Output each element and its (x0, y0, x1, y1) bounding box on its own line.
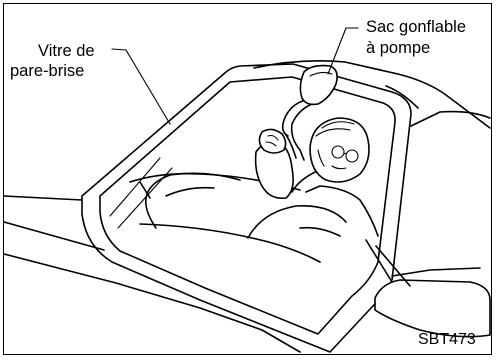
figure-code: SBT473 (418, 330, 476, 350)
airbag-label-line1: Sac gonflable (366, 17, 466, 37)
windshield-outer-frame (82, 64, 411, 352)
dashboard (140, 224, 320, 262)
roof-line (254, 61, 490, 128)
hood-outline (4, 196, 82, 200)
windshield-leader (112, 49, 170, 124)
windshield-label-line1: Vitre de (38, 41, 95, 61)
airbag-label-line2: à pompe (366, 38, 430, 58)
occupant-head (310, 118, 369, 182)
windshield-label-line2: pare-brise (10, 61, 84, 81)
windshield-inner-edge (100, 77, 395, 334)
occupant-hand (259, 129, 285, 153)
side-mirror (375, 280, 490, 337)
airbag-unit (300, 66, 337, 105)
